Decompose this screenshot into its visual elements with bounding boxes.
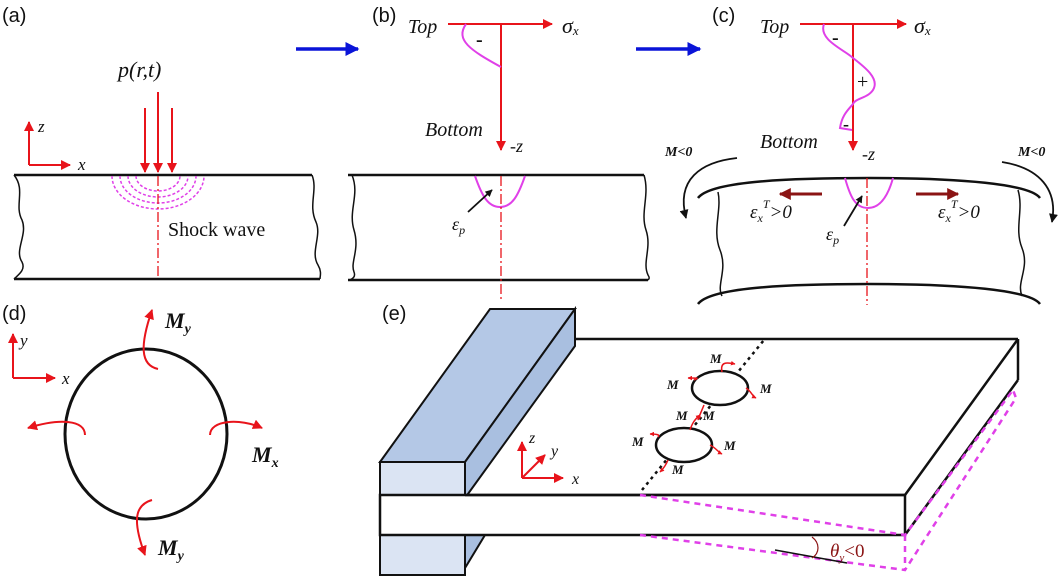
plastic-strain-pointer-b: [467, 189, 493, 213]
top-label-b: Top: [408, 16, 437, 38]
neg-z-label-c: -z: [862, 144, 875, 164]
plastic-strain-pointer-c: [843, 195, 863, 227]
moment-label: M: [723, 438, 736, 453]
axis-z-label: z: [37, 117, 45, 136]
axis-x-label-d: x: [61, 369, 70, 388]
moment-label: M: [671, 462, 684, 477]
moment-label-left: M<0: [664, 145, 692, 160]
bottom-label-c: Bottom: [760, 131, 818, 153]
shock-wave-label: Shock wave: [168, 219, 265, 241]
moment-label: M: [675, 408, 688, 423]
stress-profile-b: [461, 23, 502, 68]
axis-z-label-e: z: [528, 430, 536, 447]
panel-e: (e) θy<0: [378, 303, 1020, 576]
moment-label: M: [666, 377, 679, 392]
moment-label: M: [709, 351, 722, 366]
moment-my-top-label: My: [164, 308, 192, 337]
plastic-strain-label-c: εp: [826, 224, 839, 247]
axis-triad-yx: [7, 333, 56, 383]
panel-d-label: (d): [2, 303, 26, 325]
axis-x-label-e: x: [571, 471, 579, 488]
plate-a: [13, 173, 322, 281]
panel-a-label: (a): [2, 5, 26, 27]
deformed-plate-outline: [639, 389, 1018, 572]
hole-moment-labels: M M M M M M M M: [631, 351, 772, 477]
axis-triad-zx: [24, 121, 71, 170]
stress-profile-c: [822, 23, 876, 131]
bent-plate-c: [697, 176, 1042, 305]
axis-triad-zyx: [517, 441, 564, 483]
top-label-c: Top: [760, 16, 789, 38]
hole-circle: [63, 347, 229, 521]
moment-arrow-left: [679, 157, 738, 219]
theta-label: θy<0: [830, 541, 864, 564]
theta-angle-arc: [811, 536, 819, 559]
tensile-sign-c: +: [857, 71, 868, 93]
thermal-strain-label-right: εxT>0: [938, 197, 980, 225]
hole-lower: [654, 426, 714, 464]
bottom-label-b: Bottom: [425, 119, 483, 141]
moment-label: M: [631, 434, 644, 449]
panel-e-label: (e): [382, 303, 406, 325]
plastic-zone-c: [844, 177, 894, 210]
axis-y-label-e: y: [549, 443, 559, 460]
plate-b: [348, 173, 650, 282]
hole-moment-arrows: [649, 360, 757, 473]
plastic-zone-b: [474, 175, 526, 209]
axis-y-label-d: y: [18, 331, 28, 350]
compressive-sign-c-top: -: [832, 27, 839, 49]
compressive-sign-c-bottom: -: [843, 114, 849, 134]
plastic-strain-label-b: εp: [452, 214, 465, 237]
sigma-label-b: σx: [562, 13, 579, 38]
moment-label: M: [702, 408, 715, 423]
panel-a: (a) p(r,t) z x Shock wave: [2, 5, 322, 281]
reference-line-theta: [774, 549, 848, 564]
pressure-arrows: [140, 92, 177, 173]
pressure-load-label: p(r,t): [116, 57, 161, 82]
moment-arrows-d: [27, 309, 263, 556]
panel-c-label: (c): [712, 5, 735, 27]
moment-mx-label: Mx: [251, 442, 279, 471]
moment-my-bottom-label: My: [157, 535, 185, 564]
panel-b-label: (b): [372, 5, 396, 27]
moment-label-right: M<0: [1017, 145, 1045, 160]
moment-arrow-right: [1001, 161, 1058, 223]
clamp-block: [378, 305, 577, 576]
hole-line: [641, 339, 765, 491]
hole-upper: [690, 369, 750, 407]
moment-label: M: [759, 381, 772, 396]
neg-z-label-b: -z: [510, 136, 523, 156]
axis-x-label: x: [77, 155, 86, 174]
compressive-sign-b: -: [476, 29, 483, 51]
panel-d: (d) y x My Mx My: [2, 303, 279, 564]
panel-b: (b) Top σx - Bottom -z εp: [348, 5, 650, 300]
thermal-strain-label-left: εxT>0: [750, 197, 792, 225]
panel-c: (c) Top σx - + - Bottom -z M<0 M<0 εxT>0…: [664, 5, 1058, 305]
sigma-label-c: σx: [914, 13, 931, 38]
